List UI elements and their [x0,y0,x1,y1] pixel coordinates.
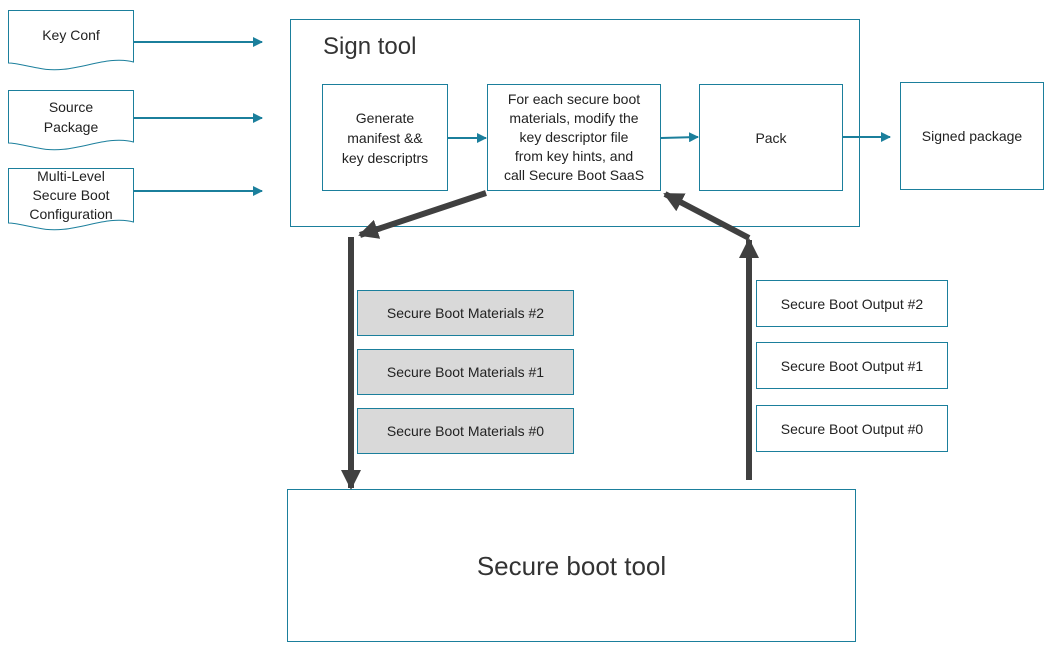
source-package-document: Source Package [8,90,134,152]
key-conf-document: Key Conf [8,10,134,72]
source-package-label: Source Package [43,99,99,135]
for-each-materials-box: For each secure boot materials, modify t… [487,84,661,191]
foreach-to-pack-arrow [660,132,699,143]
secure-boot-materials-0: Secure Boot Materials #0 [357,408,574,454]
secure-boot-materials-2: Secure Boot Materials #2 [357,290,574,336]
secure-boot-output-0: Secure Boot Output #0 [756,405,948,452]
generate-manifest-box: Generate manifest && key descriptrs [322,84,448,191]
multi-level-config-label: Multi-Level Secure Boot Configuration [29,167,113,222]
corner-to-foreach-arrow [663,191,751,241]
foreach-to-corner-arrow [358,190,487,239]
signed-package-box: Signed package [900,82,1044,190]
secure-boot-output-2: Secure Boot Output #2 [756,280,948,327]
secure-boot-tool-box: Secure boot tool [287,489,856,642]
sign-tool-title: Sign tool [323,33,417,60]
secure-boot-materials-1: Secure Boot Materials #1 [357,349,574,395]
key-conf-label: Key Conf [42,27,100,43]
pack-box: Pack [699,84,843,191]
multi-level-config-document: Multi-Level Secure Boot Configuration [8,168,134,232]
secure-boot-output-1: Secure Boot Output #1 [756,342,948,389]
